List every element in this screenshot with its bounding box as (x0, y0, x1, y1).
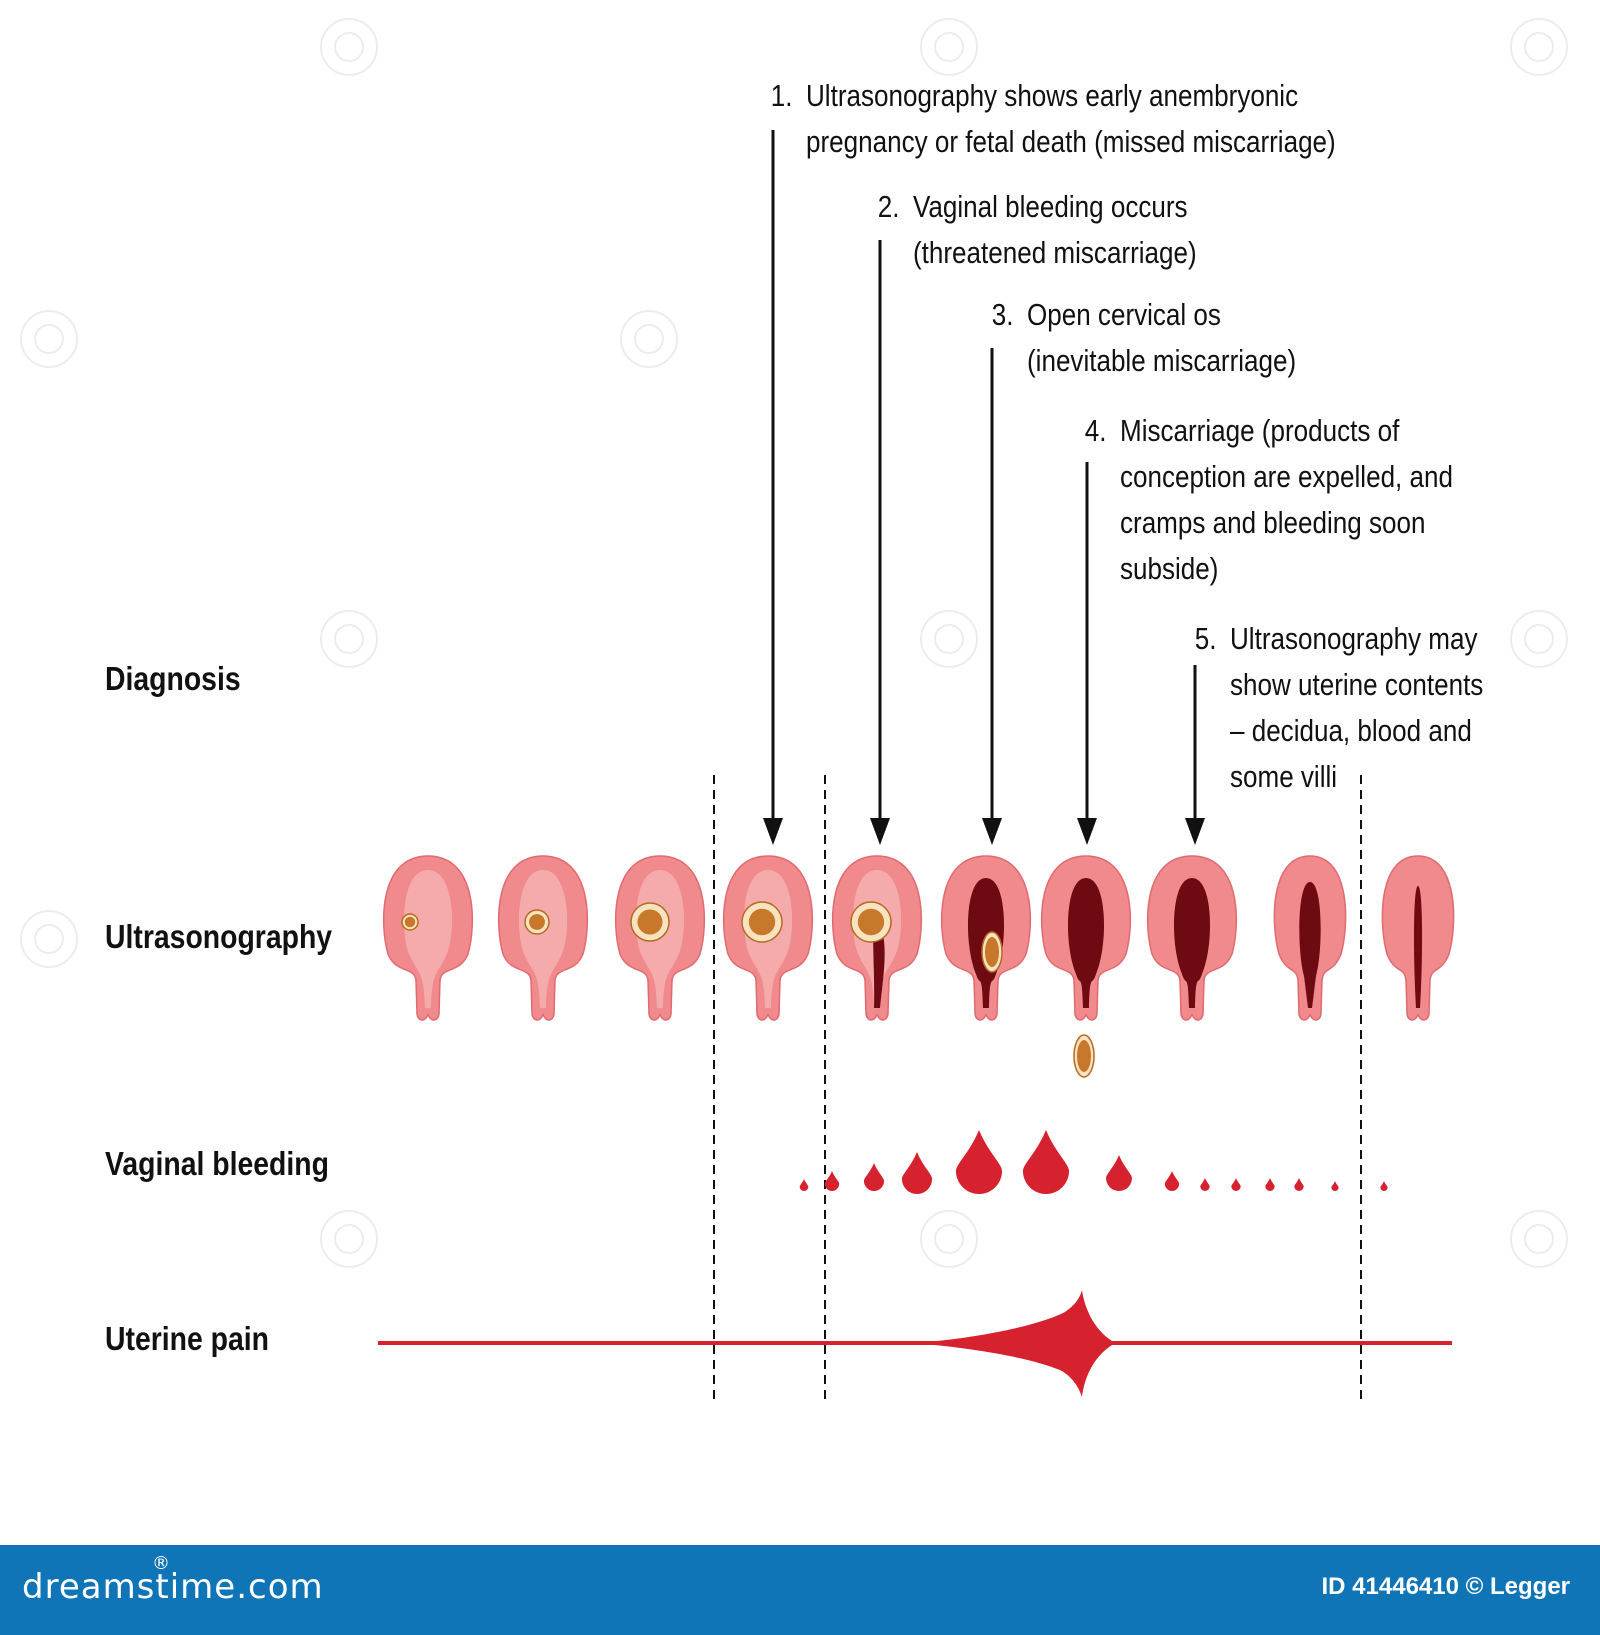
registered-mark: ® (152, 1553, 170, 1574)
watermark-swirl-icon (20, 310, 78, 368)
blood-drop-14 (1380, 1181, 1388, 1191)
blood-drop-13 (1331, 1181, 1339, 1191)
uterus-stage-2-cavity-lining (518, 870, 568, 1008)
ultrasound-uterus-row (382, 855, 1455, 1078)
step-1-line-1: Ultrasonography shows early anembryonic (806, 78, 1299, 113)
step-4-line-1: Miscarriage (products of (1120, 413, 1400, 448)
watermark-swirl-icon (1510, 18, 1568, 76)
step-5-arrowhead (1185, 818, 1205, 845)
uterus-stage-1-gestational-sac-core (404, 916, 416, 928)
uterus-stage-3-gestational-sac-core (637, 909, 663, 935)
stock-id-credit: ID 41446410 © Legger (1321, 1573, 1570, 1600)
row-label-uterine-pain: Uterine pain (105, 1320, 270, 1357)
step-1-number: 1. (770, 78, 793, 113)
watermark-swirl-icon (920, 1210, 978, 1268)
step-1-arrowhead (763, 818, 783, 845)
watermark-swirl-icon (320, 18, 378, 76)
step-5-line-4: some villi (1230, 759, 1338, 794)
uterus-stage-4-gestational-sac-core (748, 908, 776, 936)
uterus-stage-8-cavity (1173, 878, 1211, 1008)
step-3-annotation: 3. Open cervical os (inevitable miscarri… (992, 292, 1297, 384)
blood-drop-1 (799, 1179, 809, 1192)
step-4-line-4: subside) (1120, 551, 1219, 586)
step-2-line-1: Vaginal bleeding occurs (913, 189, 1188, 224)
step-2-number: 2. (877, 189, 900, 224)
blood-drop-11 (1265, 1178, 1275, 1191)
blood-drop-10 (1231, 1178, 1241, 1191)
step-3-line-1: Open cervical os (1027, 297, 1221, 332)
watermark-swirl-icon (920, 610, 978, 668)
blood-drop-3 (863, 1163, 885, 1191)
watermark-swirl-icon (320, 610, 378, 668)
step-2-line-2: (threatened miscarriage) (913, 235, 1197, 270)
step-3-arrowhead (982, 818, 1002, 845)
watermark-swirl-icon (320, 1210, 378, 1268)
uterus-stage-7-expelled-sac-core (1077, 1040, 1091, 1072)
uterine-pain-curve (915, 1290, 1112, 1397)
watermark-swirl-icon (20, 910, 78, 968)
step-5-annotation: 5. Ultrasonography may show uterine cont… (1195, 616, 1484, 800)
step-5-line-2: show uterine contents (1230, 667, 1484, 702)
uterus-stage-9-cavity (1299, 882, 1321, 1008)
blood-drop-8 (1164, 1171, 1180, 1192)
watermark-swirl-icon (620, 310, 678, 368)
blood-drop-7 (1106, 1155, 1132, 1192)
step-5-number: 5. (1194, 621, 1217, 656)
watermark-swirl-icon (1510, 610, 1568, 668)
vaginal-bleeding-drops (799, 1130, 1388, 1194)
miscarriage-timeline-diagram (378, 130, 1455, 1405)
step-3-line-2: (inevitable miscarriage) (1027, 343, 1297, 378)
row-label-diagnosis: Diagnosis (105, 660, 241, 697)
uterus-stage-7-cavity (1067, 878, 1105, 1008)
blood-drop-2 (824, 1171, 840, 1191)
uterus-stage-10-cavity (1413, 886, 1423, 1008)
watermark-swirl-icon (920, 18, 978, 76)
step-4-annotation: 4. Miscarriage (products of conception a… (1085, 408, 1453, 592)
step-2-arrowhead (870, 818, 890, 845)
step-5-line-3: – decidua, blood and (1230, 713, 1472, 748)
step-2-annotation: 2. Vaginal bleeding occurs (threatened m… (878, 184, 1197, 276)
uterus-stage-2-gestational-sac-core (529, 914, 545, 930)
blood-drop-4 (901, 1152, 933, 1194)
step-4-line-3: cramps and bleeding soon (1120, 505, 1426, 540)
step-3-number: 3. (991, 297, 1014, 332)
blood-drop-5 (955, 1130, 1003, 1194)
blood-drop-12 (1294, 1178, 1304, 1191)
blood-drop-9 (1200, 1178, 1210, 1191)
step-1-line-2: pregnancy or fetal death (missed miscarr… (806, 124, 1336, 159)
step-5-line-1: Ultrasonography may (1230, 621, 1478, 656)
step-4-arrowhead (1077, 818, 1097, 845)
blood-drop-6 (1022, 1130, 1070, 1194)
step-4-line-2: conception are expelled, and (1120, 459, 1453, 494)
row-label-vaginal-bleeding: Vaginal bleeding (105, 1145, 329, 1182)
uterus-stage-1-cavity-lining (403, 870, 453, 1008)
step-1-annotation: 1. Ultrasonography shows early anembryon… (771, 73, 1336, 165)
footer-bar: dreamstime.com ® ID 41446410 © Legger (0, 1545, 1600, 1635)
brand-logo: dreamstime.com (22, 1567, 324, 1607)
uterus-stage-5-gestational-sac-core (857, 908, 885, 936)
watermark-swirl-icon (1510, 1210, 1568, 1268)
uterus-stage-6-gestational-sac-core (985, 937, 999, 967)
row-label-ultrasonography: Ultrasonography (105, 918, 333, 955)
step-4-number: 4. (1084, 413, 1107, 448)
